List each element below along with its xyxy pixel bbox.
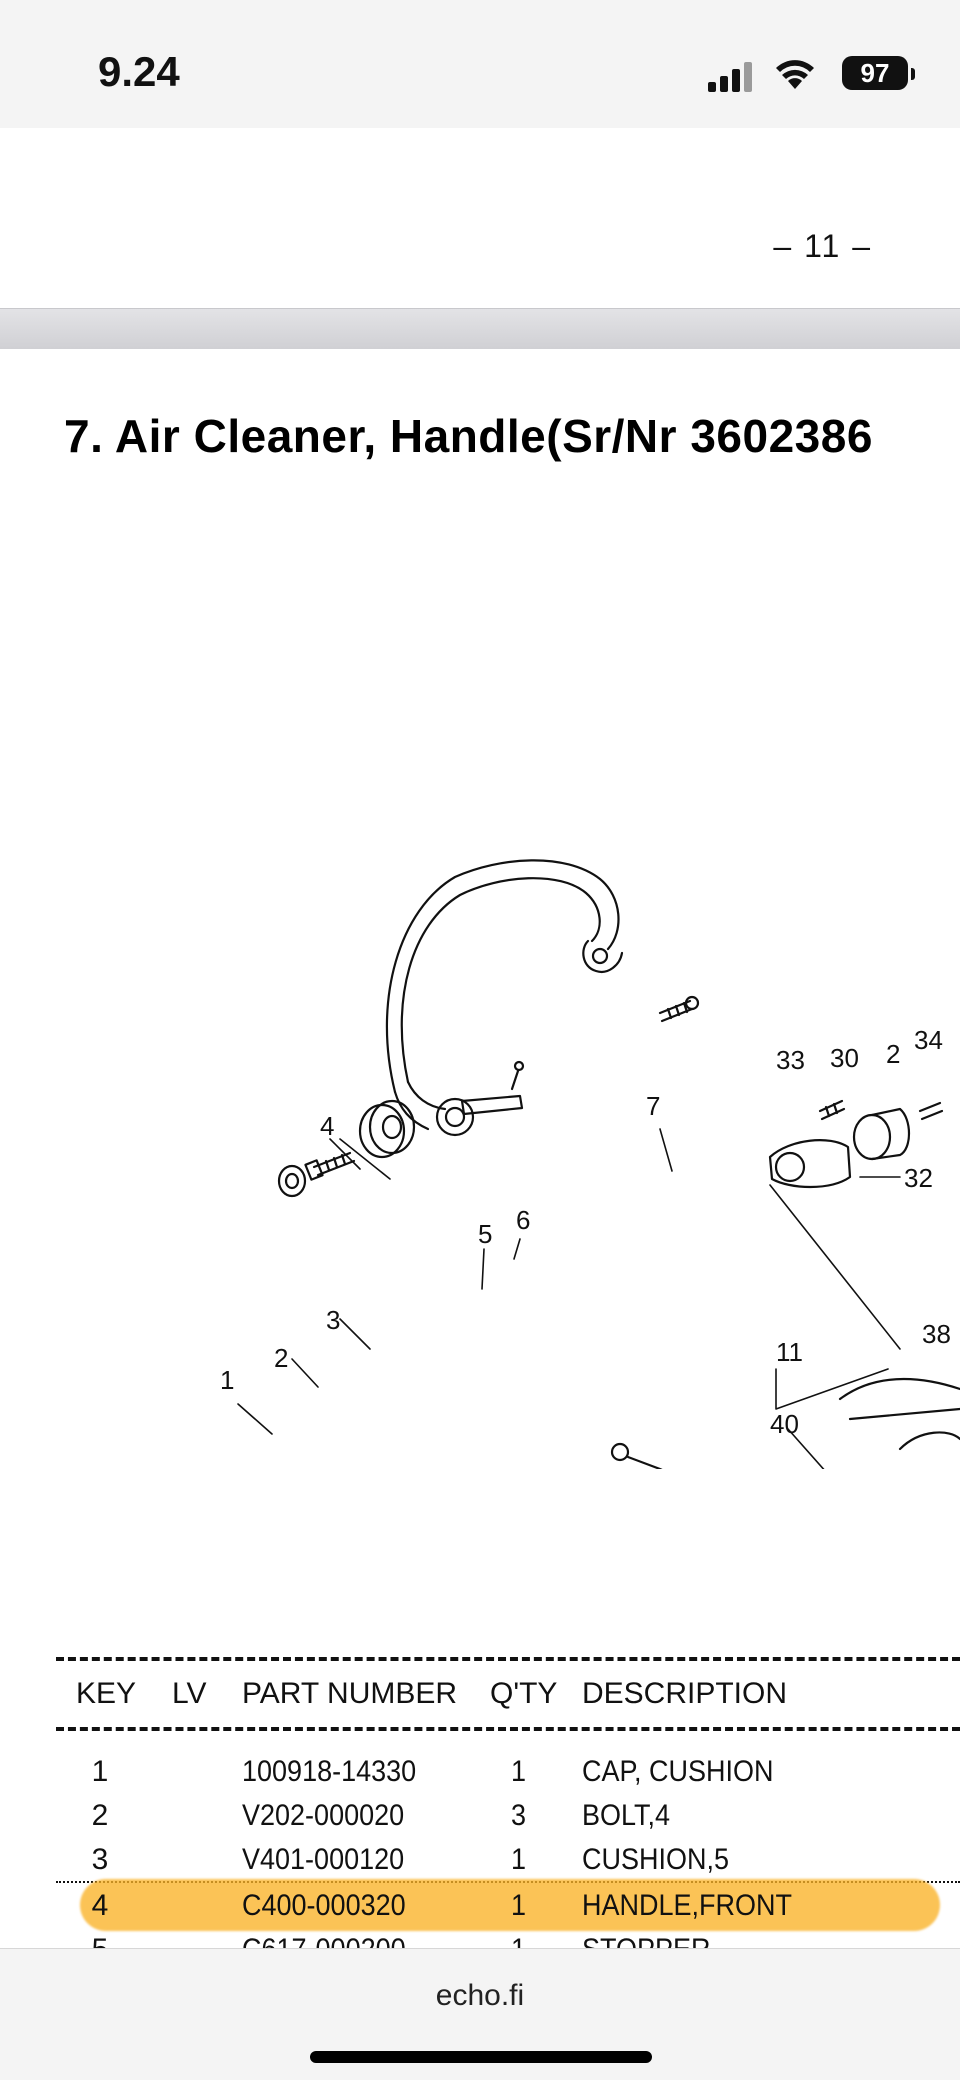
row-part-number: 100918-14330 — [242, 1755, 417, 1788]
battery-tip — [911, 68, 915, 80]
row-part-number: C400-000320 — [242, 1889, 406, 1922]
callout-3: 3 — [326, 1305, 340, 1335]
row-key: 3 — [91, 1843, 109, 1876]
header-qty: Q'TY — [490, 1677, 558, 1710]
callout-40: 40 — [770, 1409, 799, 1439]
callout-11: 11 — [776, 1337, 803, 1367]
row-qty: 1 — [511, 1843, 527, 1876]
row-part-number: V202-000020 — [242, 1799, 405, 1832]
top-right-parts-drawing — [768, 1099, 944, 1189]
table-row-highlighted: 4 C400-000320 1 HANDLE,FRONT — [56, 1879, 960, 1931]
status-bar: 9.24 97 — [0, 0, 960, 128]
page-separator — [0, 308, 960, 350]
table-row: 3 V401-000120 1 CUSHION,5 — [56, 1837, 960, 1881]
row-part-number: C617-000200 — [242, 1933, 406, 1949]
callout-2: 2 — [274, 1343, 288, 1373]
callout-4: 4 — [320, 1111, 334, 1141]
callout-labels: 1 2 3 4 5 6 7 8 9 10 11 28 30 33 30 2 34… — [220, 1025, 951, 1439]
row-description: CAP, CUSHION — [582, 1755, 774, 1788]
table-row: 5 C617-000200 1 STOPPER — [56, 1927, 960, 1949]
callout-34-top: 34 — [914, 1025, 943, 1055]
address-bar-url[interactable]: echo.fi — [435, 1979, 525, 2012]
callout-33: 33 — [776, 1045, 805, 1075]
row-qty: 1 — [511, 1933, 526, 1949]
callout-38: 38 — [922, 1319, 951, 1349]
row-key: 4 — [91, 1889, 109, 1922]
cap-cushion-drawing — [277, 1164, 307, 1198]
header-description: DESCRIPTION — [582, 1677, 788, 1710]
row-key: 1 — [91, 1755, 109, 1788]
row-qty: 1 — [511, 1889, 527, 1922]
row-key: 2 — [91, 1799, 109, 1832]
table-row: 1 100918-14330 1 CAP, CUSHION — [56, 1749, 960, 1793]
row-description: CUSHION,5 — [582, 1843, 730, 1876]
cushion-drawing — [358, 1099, 416, 1159]
table-header: KEY LV PART NUMBER Q'TY DESCRIPTION — [56, 1661, 960, 1727]
status-time: 9.24 — [98, 48, 180, 95]
row-qty: 3 — [511, 1799, 527, 1832]
callout-2-top: 2 — [886, 1039, 900, 1069]
header-lv: LV — [172, 1677, 207, 1710]
table-header-rule — [56, 1727, 960, 1731]
stopper-drawing — [460, 1060, 525, 1116]
table-top-rule — [56, 1657, 960, 1661]
battery-level: 97 — [860, 58, 890, 88]
page-number: – 11 – — [773, 228, 872, 264]
front-handle-drawing — [385, 859, 624, 1137]
callout-32: 32 — [904, 1163, 933, 1193]
parts-diagram: 1 2 3 4 5 6 7 8 9 10 11 28 30 33 30 2 34… — [220, 859, 960, 1469]
previous-page: – 11 – — [0, 128, 960, 308]
leader-lines — [237, 1128, 901, 1469]
document-page: 7. Air Cleaner, Handle(Sr/Nr 3602386 — [0, 349, 960, 1949]
row-key: 5 — [86, 1933, 114, 1949]
table-row: 2 V202-000020 3 BOLT,4 — [56, 1793, 960, 1837]
header-key: KEY — [76, 1677, 137, 1710]
callout-30-top: 30 — [830, 1043, 859, 1073]
status-icons: 97 — [708, 54, 915, 98]
bolt-drawing — [304, 1151, 356, 1181]
wifi-icon — [776, 60, 814, 89]
row-qty: 1 — [511, 1755, 527, 1788]
parts-table: KEY LV PART NUMBER Q'TY DESCRIPTION 1 10… — [56, 1657, 960, 1949]
home-indicator[interactable] — [310, 2051, 652, 2063]
bolt-7-drawing — [658, 995, 700, 1023]
callout-6: 6 — [516, 1205, 530, 1235]
row-description: STOPPER — [582, 1933, 711, 1949]
callout-1: 1 — [220, 1365, 234, 1395]
row-part-number: V401-000120 — [242, 1843, 405, 1876]
cables-drawing — [610, 1442, 663, 1469]
highlighter-mark — [80, 1879, 940, 1931]
row-description: BOLT,4 — [582, 1799, 671, 1832]
header-part-number: PART NUMBER — [242, 1677, 458, 1710]
section-title: 7. Air Cleaner, Handle(Sr/Nr 3602386 — [64, 410, 873, 462]
cellular-signal-icon — [708, 62, 752, 92]
housing-drawing — [838, 1377, 960, 1451]
callout-5: 5 — [478, 1219, 492, 1249]
callout-7: 7 — [646, 1091, 660, 1121]
browser-bottom-bar: echo.fi — [0, 1948, 960, 2080]
battery-indicator: 97 — [842, 56, 915, 90]
row-description: HANDLE,FRONT — [582, 1889, 793, 1922]
